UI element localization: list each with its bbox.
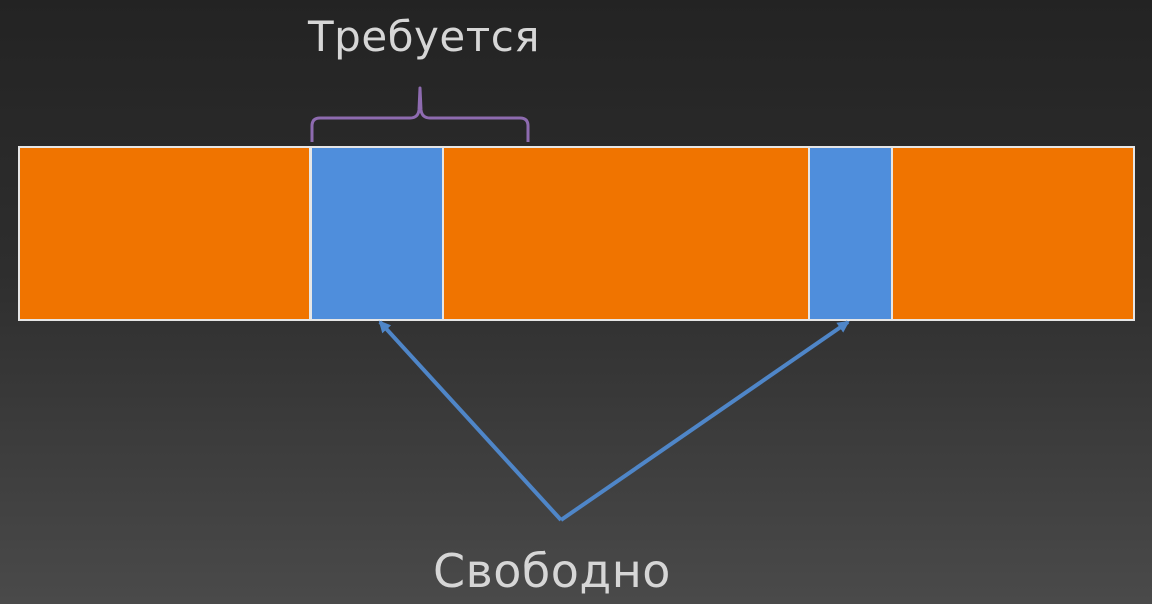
free-block-1 [310,146,444,321]
occupied-block-1 [18,146,311,321]
memory-strip [18,146,1135,321]
required-label: Требуется [308,12,541,61]
occupied-block-3 [891,146,1135,321]
arrow-to-free-block-2 [559,320,850,522]
occupied-block-2 [442,146,810,321]
arrow-to-free-block-1 [378,320,563,522]
required-brace [310,86,530,142]
free-label: Свободно [433,544,671,598]
free-block-2 [808,146,893,321]
